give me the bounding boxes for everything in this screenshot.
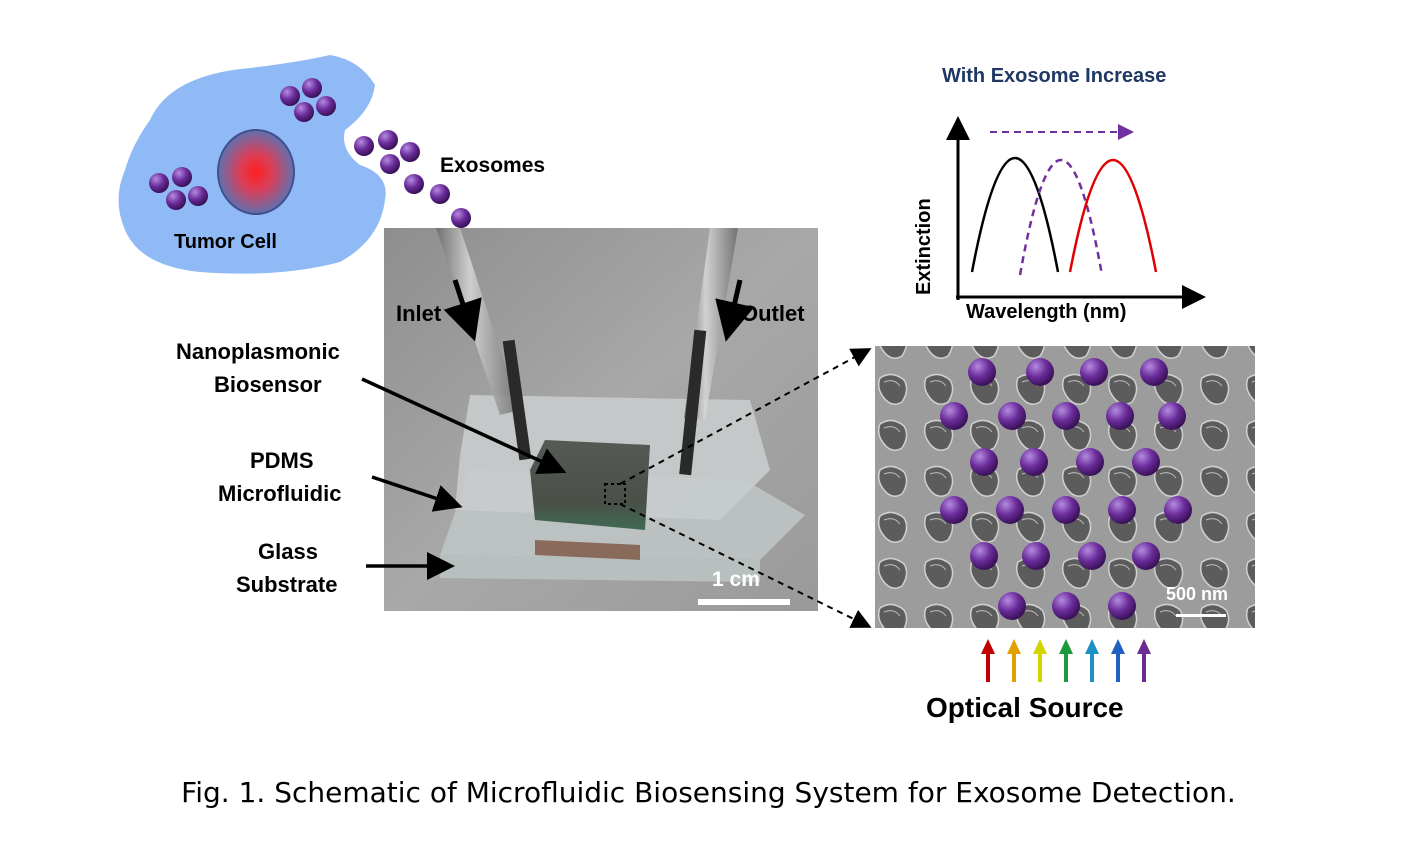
cm-scale-bar <box>698 599 790 605</box>
exosome <box>378 130 398 150</box>
optical-arrow <box>1085 639 1099 682</box>
optical-source-label: Optical Source <box>926 692 1124 723</box>
figure-caption: Fig. 1. Schematic of Microfluidic Biosen… <box>181 776 1236 809</box>
inlet-needle <box>502 339 532 461</box>
sem-exosome <box>1026 358 1054 386</box>
sem-exosome <box>1078 542 1106 570</box>
pdms-pointer-arrow <box>371 475 463 512</box>
biosensor-label-line1: Nanoplasmonic <box>176 339 340 364</box>
tumor-cell: Tumor Cell <box>118 55 386 274</box>
exosome <box>316 96 336 116</box>
sem-exosome <box>940 402 968 430</box>
sem-exosome <box>1164 496 1192 524</box>
zoom-region-box <box>604 483 626 505</box>
optical-arrow <box>1007 639 1021 682</box>
nucleus <box>217 129 295 215</box>
sem-exosome <box>1080 358 1108 386</box>
sem-exosome <box>996 496 1024 524</box>
plot-y-label: Extinction <box>913 198 935 295</box>
pdms-label-line1: PDMS <box>250 448 314 473</box>
curve-intermediate <box>1018 159 1104 276</box>
sem-exosome <box>1140 358 1168 386</box>
cm-scale-label: 1 cm <box>712 568 760 591</box>
outlet-arrow <box>715 279 755 342</box>
exosome <box>430 184 450 204</box>
sem-exosome <box>1106 402 1134 430</box>
sem-exosome <box>968 358 996 386</box>
sem-exosome <box>1108 496 1136 524</box>
exosome <box>166 190 186 210</box>
inlet-arrow <box>443 279 482 342</box>
sem-exosome <box>940 496 968 524</box>
exosome <box>302 78 322 98</box>
exosome <box>188 186 208 206</box>
sem-background <box>875 346 1255 628</box>
spectrum-plot: With Exosome Increase Extinction Wavelen… <box>913 65 1206 323</box>
curve-original <box>970 157 1060 273</box>
sem-exosome <box>1158 402 1186 430</box>
sem-exosome <box>1052 496 1080 524</box>
optical-arrow <box>1033 639 1047 682</box>
exosome <box>451 208 471 228</box>
optical-arrow <box>1137 639 1151 682</box>
sem-exosome <box>1108 592 1136 620</box>
sem-exosome <box>970 542 998 570</box>
exosome <box>294 102 314 122</box>
exosomes-label: Exosomes <box>440 154 545 177</box>
plot-title: With Exosome Increase <box>942 65 1166 87</box>
exosome <box>172 167 192 187</box>
optical-arrow <box>1059 639 1073 682</box>
sem-exosome <box>1132 542 1160 570</box>
exosome <box>354 136 374 156</box>
biosensor-pointer-arrow <box>361 377 567 474</box>
sem-exosome <box>1020 448 1048 476</box>
optical-arrow <box>981 639 995 682</box>
exosome <box>149 173 169 193</box>
sem-exosomes <box>940 358 1192 620</box>
sem-scale-label: 500 nm <box>1166 584 1228 604</box>
outlet-needle <box>679 329 707 476</box>
sem-exosome <box>970 448 998 476</box>
zoom-line-bottom <box>619 503 872 628</box>
sem-exosome <box>1132 448 1160 476</box>
inlet-label: Inlet <box>396 301 442 326</box>
plot-x-label: Wavelength (nm) <box>966 301 1126 323</box>
exosome <box>400 142 420 162</box>
biosensor-chip <box>530 440 650 530</box>
sem-image: 500 nm <box>875 346 1255 628</box>
outlet-label: Outlet <box>741 301 805 326</box>
zoom-line-top <box>619 348 872 485</box>
chip-base <box>535 540 640 560</box>
exosome <box>280 86 300 106</box>
glass-edge <box>440 555 760 582</box>
exosome <box>380 154 400 174</box>
sem-exosome <box>1076 448 1104 476</box>
glass-label-line1: Glass <box>258 539 318 564</box>
biosensor-label-line2: Biosensor <box>214 372 322 397</box>
sem-exosome <box>1052 402 1080 430</box>
sem-exosome <box>1022 542 1050 570</box>
exosome-particles <box>149 78 471 228</box>
sem-exosome <box>998 402 1026 430</box>
glass-label-line2: Substrate <box>236 572 337 597</box>
sem-scale-bar <box>1176 614 1226 617</box>
pdms-label-line2: Microfluidic <box>218 481 341 506</box>
curve-shifted <box>1068 159 1158 273</box>
sem-exosome <box>1052 592 1080 620</box>
exosome <box>404 174 424 194</box>
optical-arrow <box>1111 639 1125 682</box>
tumor-cell-label: Tumor Cell <box>174 231 277 253</box>
optical-source-arrows <box>981 639 1151 682</box>
sem-exosome <box>998 592 1026 620</box>
